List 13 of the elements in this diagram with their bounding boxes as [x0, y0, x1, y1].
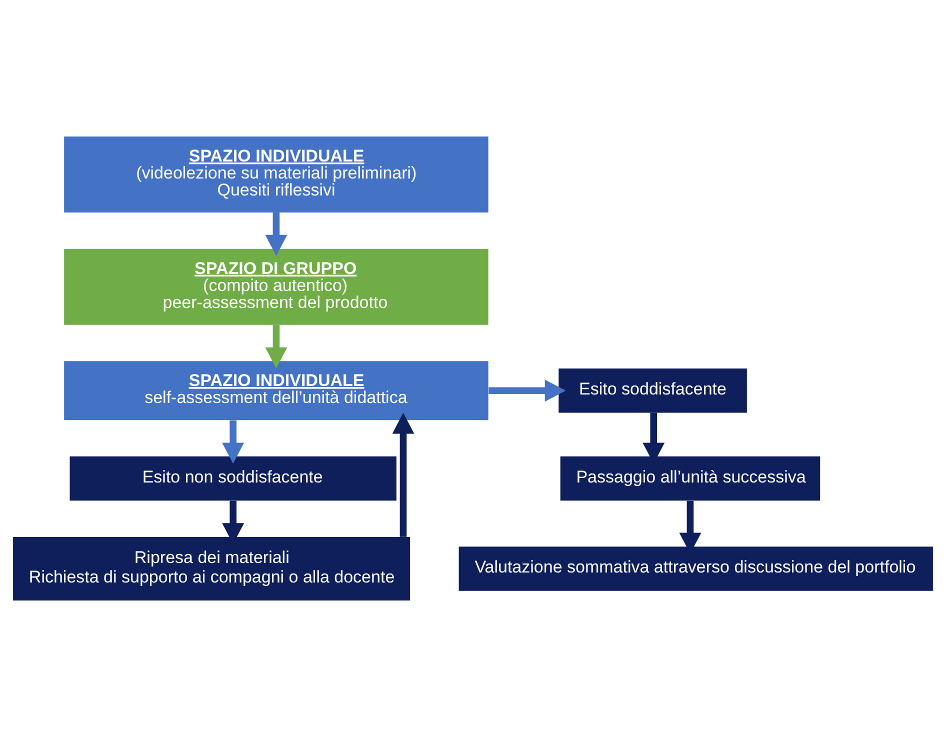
arrow: [265, 212, 288, 256]
arrow: [265, 324, 288, 368]
node-box: SPAZIO INDIVIDUALE self-assessment dell’unità didattica: [64, 360, 488, 420]
node-box: SPAZIO INDIVIDUALE (videolezione su materiali preliminari) Quesiti riflessivi: [64, 136, 488, 212]
node-box: Passaggio all’unità successiva: [560, 456, 820, 500]
node-box: Valutazione sommativa attraverso discussione del portfolio: [458, 546, 933, 590]
arrow: [488, 379, 566, 402]
node-box: Esito non soddisfacente: [70, 456, 396, 500]
node-box: SPAZIO DI GRUPPO (compito autentico) peer-assessment del prodotto: [64, 248, 488, 324]
node-box: Esito soddisfacente: [558, 368, 747, 412]
arrow: [222, 420, 244, 464]
node-box: Ripresa dei materiali Richiesta di supporto ai compagni o alla docente: [13, 536, 410, 600]
arrow: [392, 412, 414, 536]
